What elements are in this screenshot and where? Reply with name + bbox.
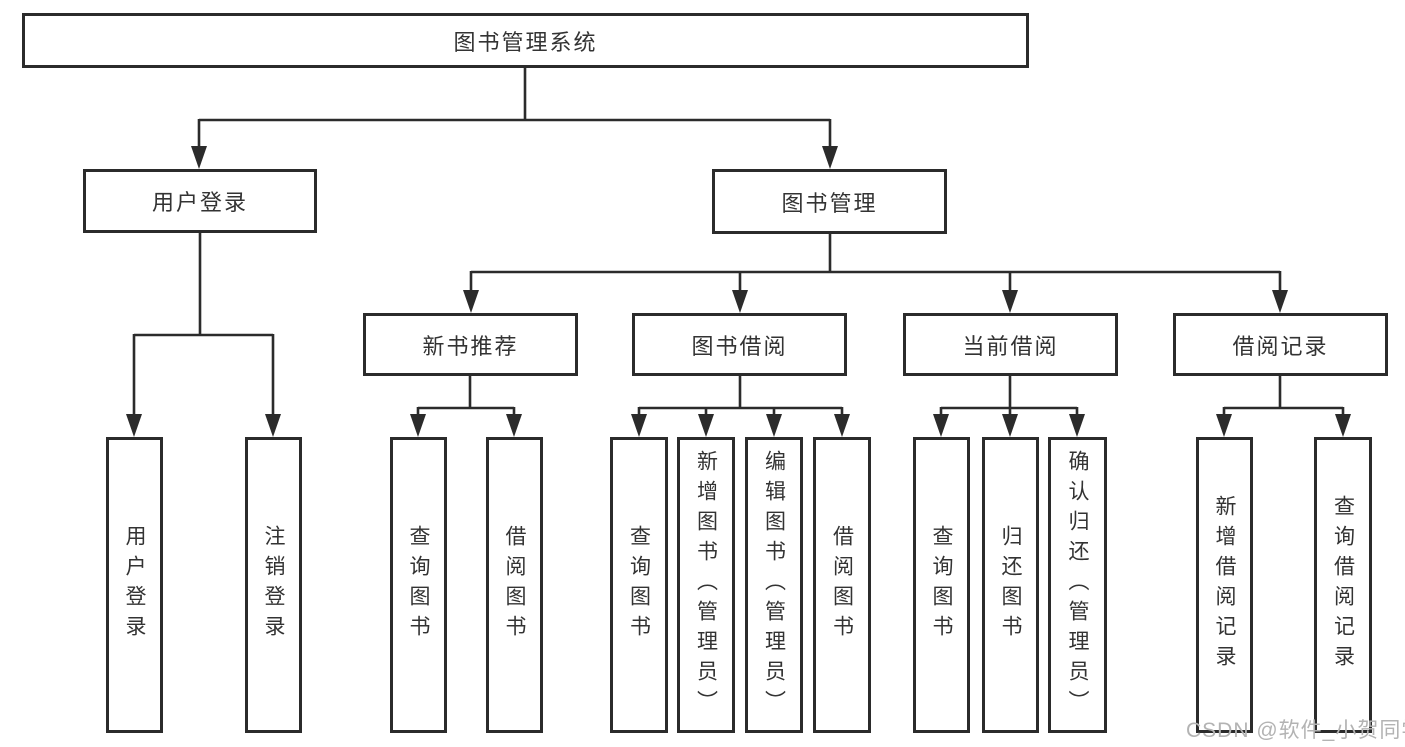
leaf-edit-book-admin: 编辑图书（管理员） [745,437,803,733]
leaf-query-books-recommend-label: 查询图书 [407,525,430,645]
node-new-book-recommend: 新书推荐 [363,313,578,376]
node-borrowing-records: 借阅记录 [1173,313,1388,376]
node-book-borrowing: 图书借阅 [632,313,847,376]
arrowheads [126,146,1351,437]
leaf-confirm-return-admin: 确认归还（管理员） [1048,437,1107,733]
node-current-borrowing: 当前借阅 [903,313,1118,376]
node-book-management-system: 图书管理系统 [22,13,1029,68]
leaf-borrow-books-recommend-label: 借阅图书 [503,525,526,645]
leaf-query-books-borrow: 查询图书 [610,437,668,733]
leaf-return-book: 归还图书 [982,437,1039,733]
leaf-add-borrow-record-label: 新增借阅记录 [1213,495,1236,675]
leaf-confirm-return-admin-label: 确认归还（管理员） [1066,450,1089,720]
leaf-logout-label: 注销登录 [262,525,285,645]
leaf-add-book-admin: 新增图书（管理员） [677,437,735,733]
leaf-return-book-label: 归还图书 [999,525,1022,645]
node-book-management: 图书管理 [712,169,947,234]
leaf-query-borrow-record-label: 查询借阅记录 [1331,495,1355,675]
leaf-borrow-books-label: 借阅图书 [830,525,854,645]
leaf-logout: 注销登录 [245,437,302,733]
leaf-query-books-current-label: 查询图书 [930,525,953,645]
leaf-user-login-label: 用户登录 [123,525,146,645]
leaf-query-borrow-record: 查询借阅记录 [1314,437,1372,733]
leaf-add-book-admin-label: 新增图书（管理员） [694,450,718,720]
leaf-query-books-borrow-label: 查询图书 [627,525,651,645]
leaf-query-books-recommend: 查询图书 [390,437,447,733]
leaf-edit-book-admin-label: 编辑图书（管理员） [762,450,786,720]
node-user-login: 用户登录 [83,169,317,233]
leaf-query-books-current: 查询图书 [913,437,970,733]
leaf-add-borrow-record: 新增借阅记录 [1196,437,1253,733]
leaf-user-login: 用户登录 [106,437,163,733]
csdn-watermark: CSDN @软件_小贺同学 [1186,719,1405,742]
leaf-borrow-books: 借阅图书 [813,437,871,733]
leaf-borrow-books-recommend: 借阅图书 [486,437,543,733]
